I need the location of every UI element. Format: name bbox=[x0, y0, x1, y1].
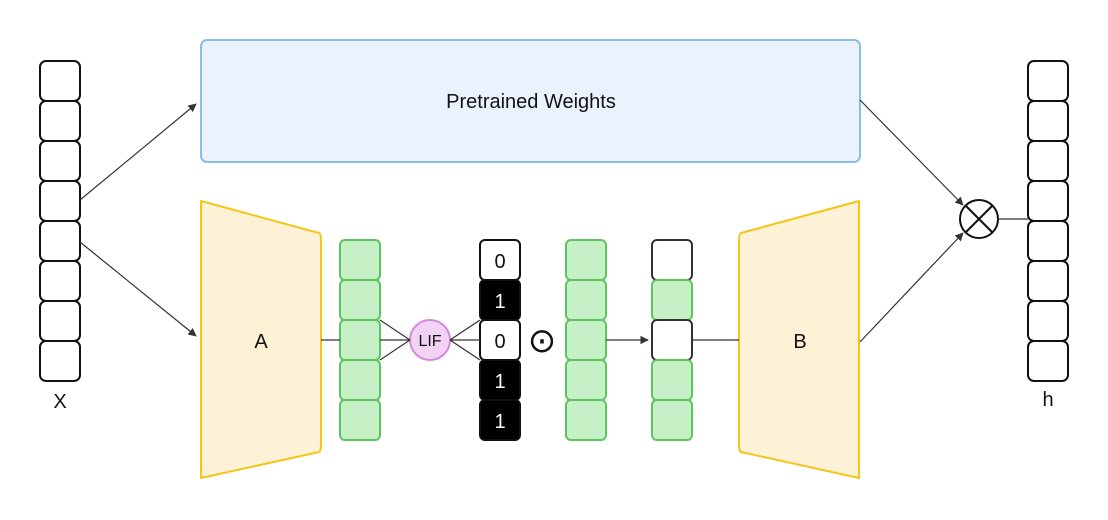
output-vector bbox=[1027, 60, 1069, 382]
hadamard-operator: ⊙ bbox=[528, 322, 557, 360]
output-vector-cell bbox=[1027, 260, 1069, 302]
input-vector-cell bbox=[39, 140, 81, 182]
input-vector bbox=[39, 60, 81, 382]
output-vector-cell bbox=[1027, 100, 1069, 142]
spike-mask-cell bbox=[479, 399, 521, 441]
operand-vector-cell bbox=[565, 239, 607, 281]
input-vector-cell bbox=[39, 220, 81, 262]
output-vector-cell bbox=[1027, 180, 1069, 222]
gated-vector-cell bbox=[651, 279, 693, 321]
input-vector-cell bbox=[39, 100, 81, 142]
output-vector-cell bbox=[1027, 220, 1069, 262]
input-label: X bbox=[53, 391, 66, 413]
output-vector-cell bbox=[1027, 340, 1069, 382]
combine-operator bbox=[959, 199, 999, 239]
operand-vector-cell bbox=[565, 359, 607, 401]
spike-mask-value: 1 bbox=[494, 411, 505, 433]
arrow-x-to-pretrained bbox=[79, 103, 197, 201]
fan-to-lif bbox=[379, 319, 411, 341]
pretrained-weights-block bbox=[200, 39, 861, 163]
matrix-a-block bbox=[200, 200, 322, 479]
low-rank-vector-cell bbox=[339, 359, 381, 401]
input-vector-cell bbox=[39, 260, 81, 302]
input-vector-cell bbox=[39, 180, 81, 222]
input-vector-cell bbox=[39, 60, 81, 102]
low-rank-vector-cell bbox=[339, 319, 381, 361]
spike-mask-value: 0 bbox=[494, 251, 505, 273]
gated-vector-cell bbox=[651, 319, 693, 361]
spike-mask-value: 0 bbox=[494, 331, 505, 353]
spike-mask-value: 1 bbox=[494, 291, 505, 313]
arrow-pretrained-to-combine bbox=[859, 99, 964, 206]
low-rank-vector-cell bbox=[339, 399, 381, 441]
gated-vector-cell bbox=[651, 239, 693, 281]
operand-vector-cell bbox=[565, 399, 607, 441]
arrow-b-to-combine bbox=[859, 232, 964, 343]
matrix-a-label: A bbox=[254, 331, 268, 353]
gated-vector-cell bbox=[651, 359, 693, 401]
gated-vector-cell bbox=[651, 399, 693, 441]
fan-from-lif bbox=[449, 319, 481, 341]
fan-from-lif bbox=[449, 339, 481, 361]
output-vector-cell bbox=[1027, 140, 1069, 182]
lif-label: LIF bbox=[418, 333, 441, 350]
input-vector-cell bbox=[39, 300, 81, 342]
spike-mask-value: 1 bbox=[494, 371, 505, 393]
output-vector-cell bbox=[1027, 300, 1069, 342]
low-rank-vector bbox=[339, 239, 381, 441]
matrix-b-label: B bbox=[793, 331, 806, 353]
spike-mask-vector: 0 1 0 1 1 bbox=[479, 239, 521, 441]
matrix-b-block bbox=[738, 200, 860, 479]
operand-vector-cell bbox=[565, 279, 607, 321]
operand-vector-cell bbox=[565, 319, 607, 361]
output-label: h bbox=[1042, 389, 1053, 411]
gated-vector bbox=[651, 239, 693, 441]
arrow-x-to-a bbox=[79, 241, 197, 337]
output-vector-cell bbox=[1027, 60, 1069, 102]
pretrained-weights-label: Pretrained Weights bbox=[446, 91, 616, 113]
operand-vector bbox=[565, 239, 607, 441]
fan-to-lif bbox=[379, 339, 411, 361]
input-vector-cell bbox=[39, 340, 81, 382]
low-rank-vector-cell bbox=[339, 279, 381, 321]
connectors bbox=[79, 99, 1028, 361]
low-rank-vector-cell bbox=[339, 239, 381, 281]
